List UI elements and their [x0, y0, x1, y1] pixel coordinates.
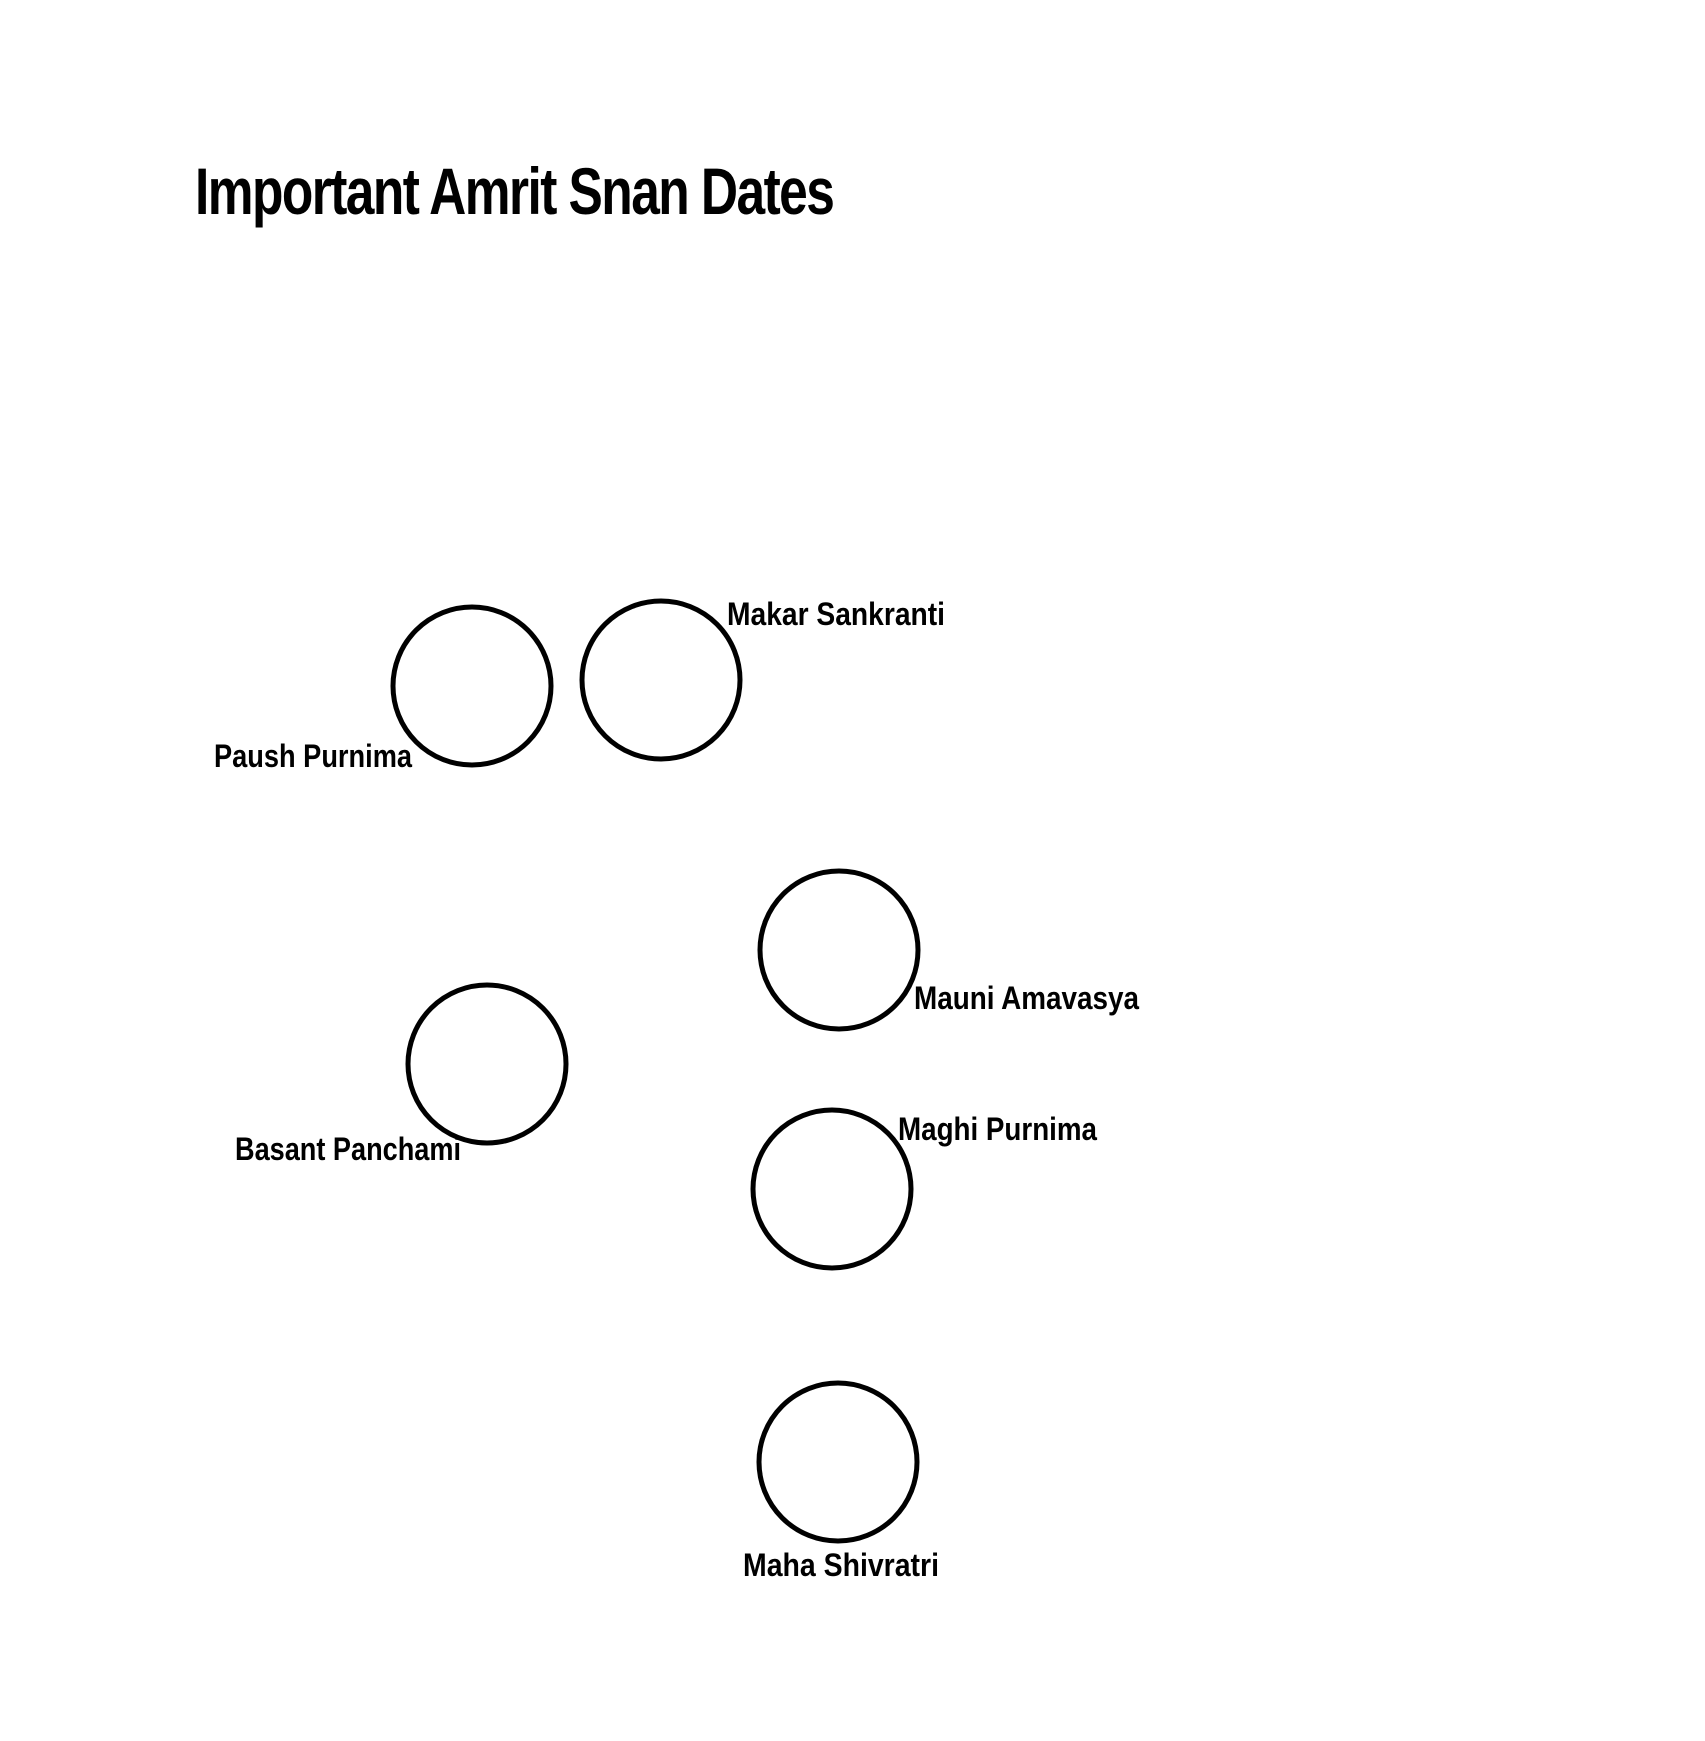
node-basant-panchami: Basant Panchami [235, 982, 569, 1167]
node-circle [756, 1380, 920, 1544]
node-circle [579, 598, 743, 762]
node-label: Maha Shivratri [743, 1547, 939, 1583]
node-makar-sankranti: Makar Sankranti [579, 596, 945, 762]
node-label: Mauni Amavasya [914, 980, 1139, 1016]
node-label: Paush Purnima [214, 738, 412, 774]
node-circle [405, 982, 569, 1146]
node-mauni-amavasya: Mauni Amavasya [757, 868, 1139, 1032]
node-paush-purnima: Paush Purnima [214, 604, 554, 774]
node-label: Maghi Purnima [898, 1111, 1097, 1147]
page-title: Important Amrit Snan Dates [195, 154, 835, 228]
node-circle [757, 868, 921, 1032]
node-circle [750, 1107, 914, 1271]
node-maha-shivratri: Maha Shivratri [743, 1380, 939, 1583]
node-label: Makar Sankranti [727, 596, 945, 632]
node-circle [390, 604, 554, 768]
node-maghi-purnima: Maghi Purnima [750, 1107, 1097, 1271]
node-label: Basant Panchami [235, 1131, 461, 1167]
